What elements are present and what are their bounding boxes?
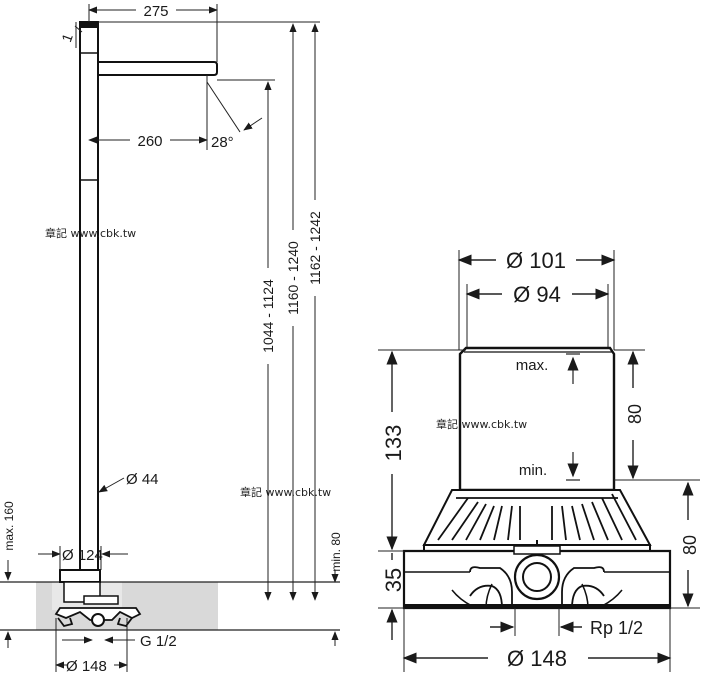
right-view: Ø 101 Ø 94 max. min.: [240, 248, 700, 672]
watermark-3: 章記 www.cbk.tw: [240, 485, 331, 499]
inlet-port-inner: [522, 562, 552, 592]
top-cap: [80, 22, 98, 28]
rosette: [59, 569, 101, 583]
pipe-leader: [98, 477, 125, 493]
dim-80-adjust: 80: [625, 404, 645, 424]
dim-max-160: max. 160: [2, 501, 16, 551]
dim-133: 133: [381, 425, 406, 462]
dim-g-half: G 1/2: [140, 633, 177, 650]
spout: [97, 61, 218, 76]
standpipe: [79, 21, 99, 571]
dim-275: 275: [143, 3, 168, 20]
max-label: max.: [516, 357, 549, 374]
dim-1044-bg: [258, 268, 278, 364]
dim-80-body: 80: [680, 535, 700, 555]
angle-leader: [206, 81, 241, 133]
dim-1160-bg: [283, 230, 303, 326]
inlet-flange: [513, 545, 561, 555]
dim-1162-1242: 1162 - 1242: [307, 211, 323, 285]
dim-1162-bg: [305, 200, 325, 296]
outlet-right: [561, 566, 605, 609]
dim-dia-101: Ø 101: [506, 248, 566, 273]
dim-rp-half: Rp 1/2: [590, 618, 643, 638]
dim-dia-94: Ø 94: [513, 282, 561, 307]
cage-fins: [437, 493, 637, 541]
watermark-1: 章記 www.cbk.tw: [45, 226, 136, 240]
dim-35: 35: [381, 568, 406, 592]
dim-1044-1124: 1044 - 1124: [260, 279, 276, 353]
mounting-feet: [57, 617, 133, 628]
dim-28-deg: 28°: [211, 134, 234, 151]
min-label: min.: [519, 462, 547, 479]
connection-port: [91, 613, 105, 627]
bottom-plate: [404, 604, 670, 608]
watermark-2: 章記 www.cbk.tw: [436, 417, 527, 431]
dim-dia-124: Ø 124: [62, 547, 103, 564]
valve-collar: [83, 595, 119, 605]
dim-dia-148-left: Ø 148: [66, 658, 107, 675]
corner-label: 1: [58, 31, 76, 44]
outlet-left: [469, 566, 513, 609]
angle-arrow: [243, 117, 263, 131]
dim-260: 260: [137, 133, 162, 150]
dim-dia-148-right: Ø 148: [507, 646, 567, 671]
dim-min-80: min. 80: [329, 532, 343, 572]
dim-dia-44: Ø 44: [126, 471, 159, 488]
dim-1160-1240: 1160 - 1240: [285, 241, 301, 315]
left-view: 1 275 260 28° 1044 - 1124 1160 - 1240 11…: [0, 3, 343, 675]
